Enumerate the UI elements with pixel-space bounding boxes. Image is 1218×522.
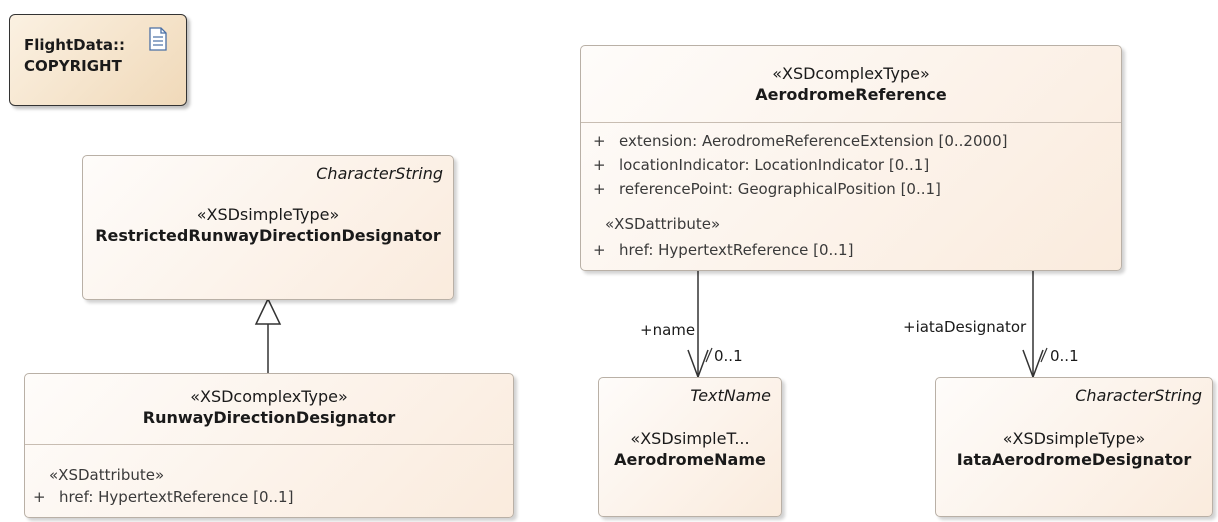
iata-multiplicity-tick [1040, 347, 1048, 363]
stereotype-label: «XSDsimpleType» [196, 205, 340, 224]
compartment-divider [25, 444, 513, 445]
name-multiplicity-tick [705, 347, 713, 363]
class-name: AerodromeReference [755, 85, 947, 104]
stereotype-label: «XSDcomplexType» [772, 64, 930, 83]
attribute-reference-point: +referencePoint: GeographicalPosition [0… [593, 180, 941, 198]
attribute-group-label: «XSDattribute» [49, 466, 165, 484]
attribute-group-label: «XSDattribute» [605, 215, 721, 233]
stereotype-label: «XSDsimpleType» [1002, 429, 1146, 448]
restricted-runway-direction-designator-class[interactable]: CharacterString «XSDsimpleType» Restrict… [82, 155, 454, 300]
class-name: RestrictedRunwayDirectionDesignator [95, 226, 441, 245]
supertype-label: TextName [690, 386, 771, 405]
stereotype-label: «XSDsimpleT... [630, 429, 750, 448]
document-icon [149, 27, 167, 51]
class-name: RunwayDirectionDesignator [142, 408, 396, 427]
generalization-arrowhead [254, 297, 282, 325]
aerodrome-name-class[interactable]: TextName «XSDsimpleT... AerodromeName [598, 377, 782, 517]
note-line-2: COPYRIGHT [24, 57, 122, 75]
supertype-label: CharacterString [316, 164, 443, 183]
class-name: IataAerodromeDesignator [956, 450, 1192, 469]
iata-role-label: +iataDesignator [903, 318, 1027, 336]
copyright-note[interactable]: FlightData:: COPYRIGHT [9, 14, 187, 106]
compartment-divider [581, 122, 1121, 123]
attribute-href: +href: HypertextReference [0..1] [593, 241, 854, 259]
name-multiplicity-label: 0..1 [714, 347, 743, 365]
iata-aerodrome-designator-class[interactable]: CharacterString «XSDsimpleType» IataAero… [935, 377, 1213, 517]
runway-direction-designator-class[interactable]: «XSDcomplexType» RunwayDirectionDesignat… [24, 373, 514, 518]
iata-multiplicity-label: 0..1 [1050, 347, 1079, 365]
class-name: AerodromeName [614, 450, 766, 469]
name-role-label: +name [640, 321, 696, 339]
note-line-1: FlightData:: [24, 36, 125, 54]
attribute-location-indicator: +locationIndicator: LocationIndicator [0… [593, 156, 930, 174]
supertype-label: CharacterString [1075, 386, 1202, 405]
stereotype-label: «XSDcomplexType» [190, 387, 348, 406]
aerodrome-reference-class[interactable]: «XSDcomplexType» AerodromeReference +ext… [580, 45, 1122, 271]
attribute-extension: +extension: AerodromeReferenceExtension … [593, 132, 1008, 150]
attribute-href: +href: HypertextReference [0..1] [33, 488, 294, 506]
